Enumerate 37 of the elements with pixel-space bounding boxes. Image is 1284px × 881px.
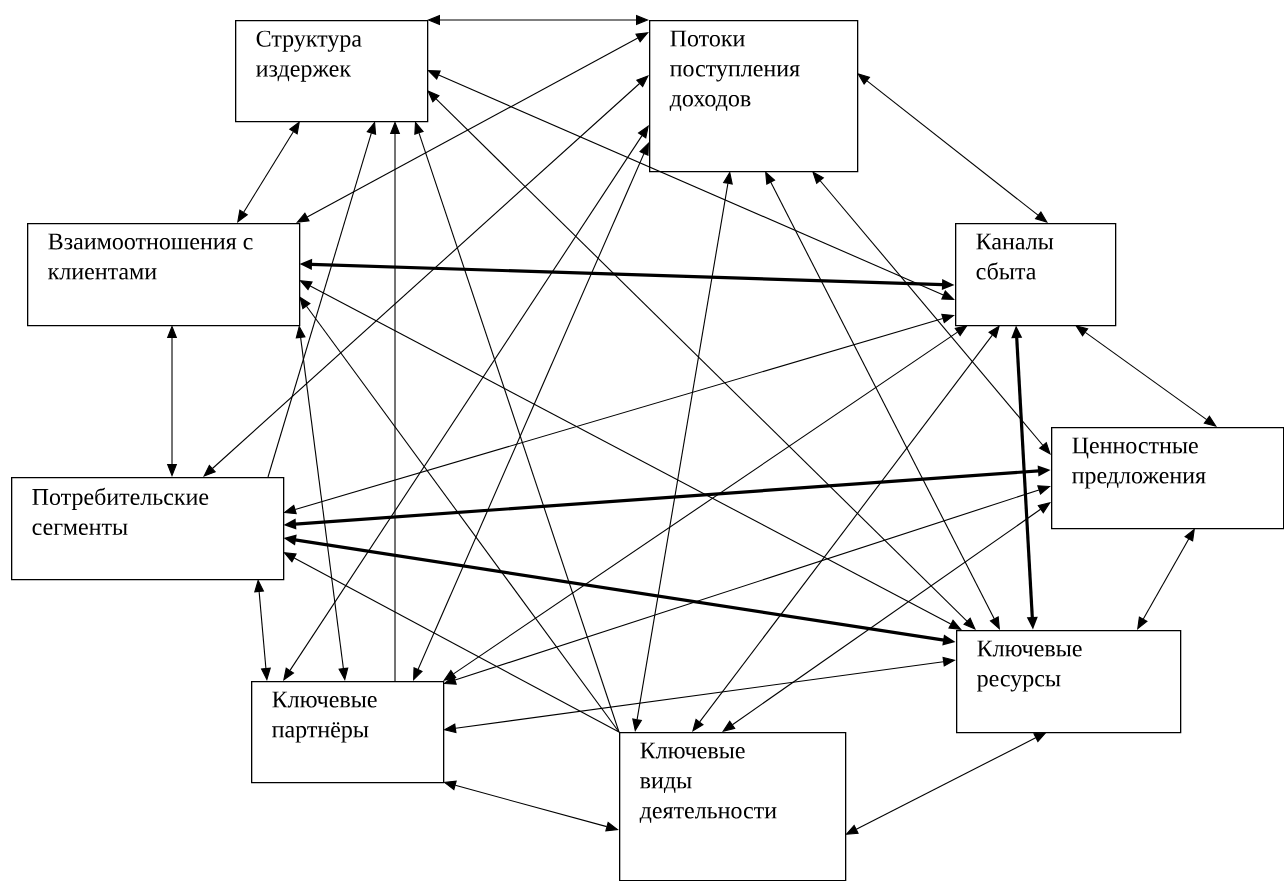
arrow — [443, 656, 956, 734]
arrow — [765, 171, 1000, 630]
block-box: Ключевые ресурсы — [956, 630, 1182, 734]
block-box: Потоки поступления доходов — [649, 20, 859, 173]
block-box: Потребительские сегменты — [11, 477, 285, 581]
arrow — [632, 171, 733, 732]
arrow — [845, 732, 1047, 835]
arrow — [283, 125, 649, 681]
arrow — [283, 313, 955, 515]
arrow — [283, 552, 620, 733]
arrow — [299, 280, 962, 630]
block-box: Структура издержек — [235, 20, 429, 123]
arrow — [414, 121, 620, 733]
arrow — [413, 142, 649, 681]
arrow — [296, 32, 649, 223]
arrow — [443, 780, 619, 832]
block-box: Каналы сбыта — [955, 223, 1117, 327]
arrow — [722, 502, 1051, 732]
arrow — [692, 325, 1000, 732]
arrow — [857, 73, 1048, 223]
arrow — [1137, 528, 1195, 630]
block-box: Ключевые виды деятельности — [619, 732, 847, 881]
arrow — [166, 325, 178, 477]
arrow — [299, 296, 620, 733]
block-box: Ценностные предложения — [1051, 427, 1284, 530]
arrow — [427, 90, 976, 630]
arrow — [427, 70, 955, 300]
arrow — [443, 325, 968, 681]
block-box: Ключевые партнёры — [251, 681, 445, 784]
arrow — [237, 121, 300, 223]
arrow — [203, 75, 649, 477]
arrow — [267, 121, 377, 478]
arrow — [295, 325, 349, 681]
block-box: Взаимоотношения с клиентами — [27, 223, 301, 327]
arrow — [443, 485, 1051, 685]
arrow — [1075, 325, 1217, 427]
arrow — [812, 171, 1051, 455]
